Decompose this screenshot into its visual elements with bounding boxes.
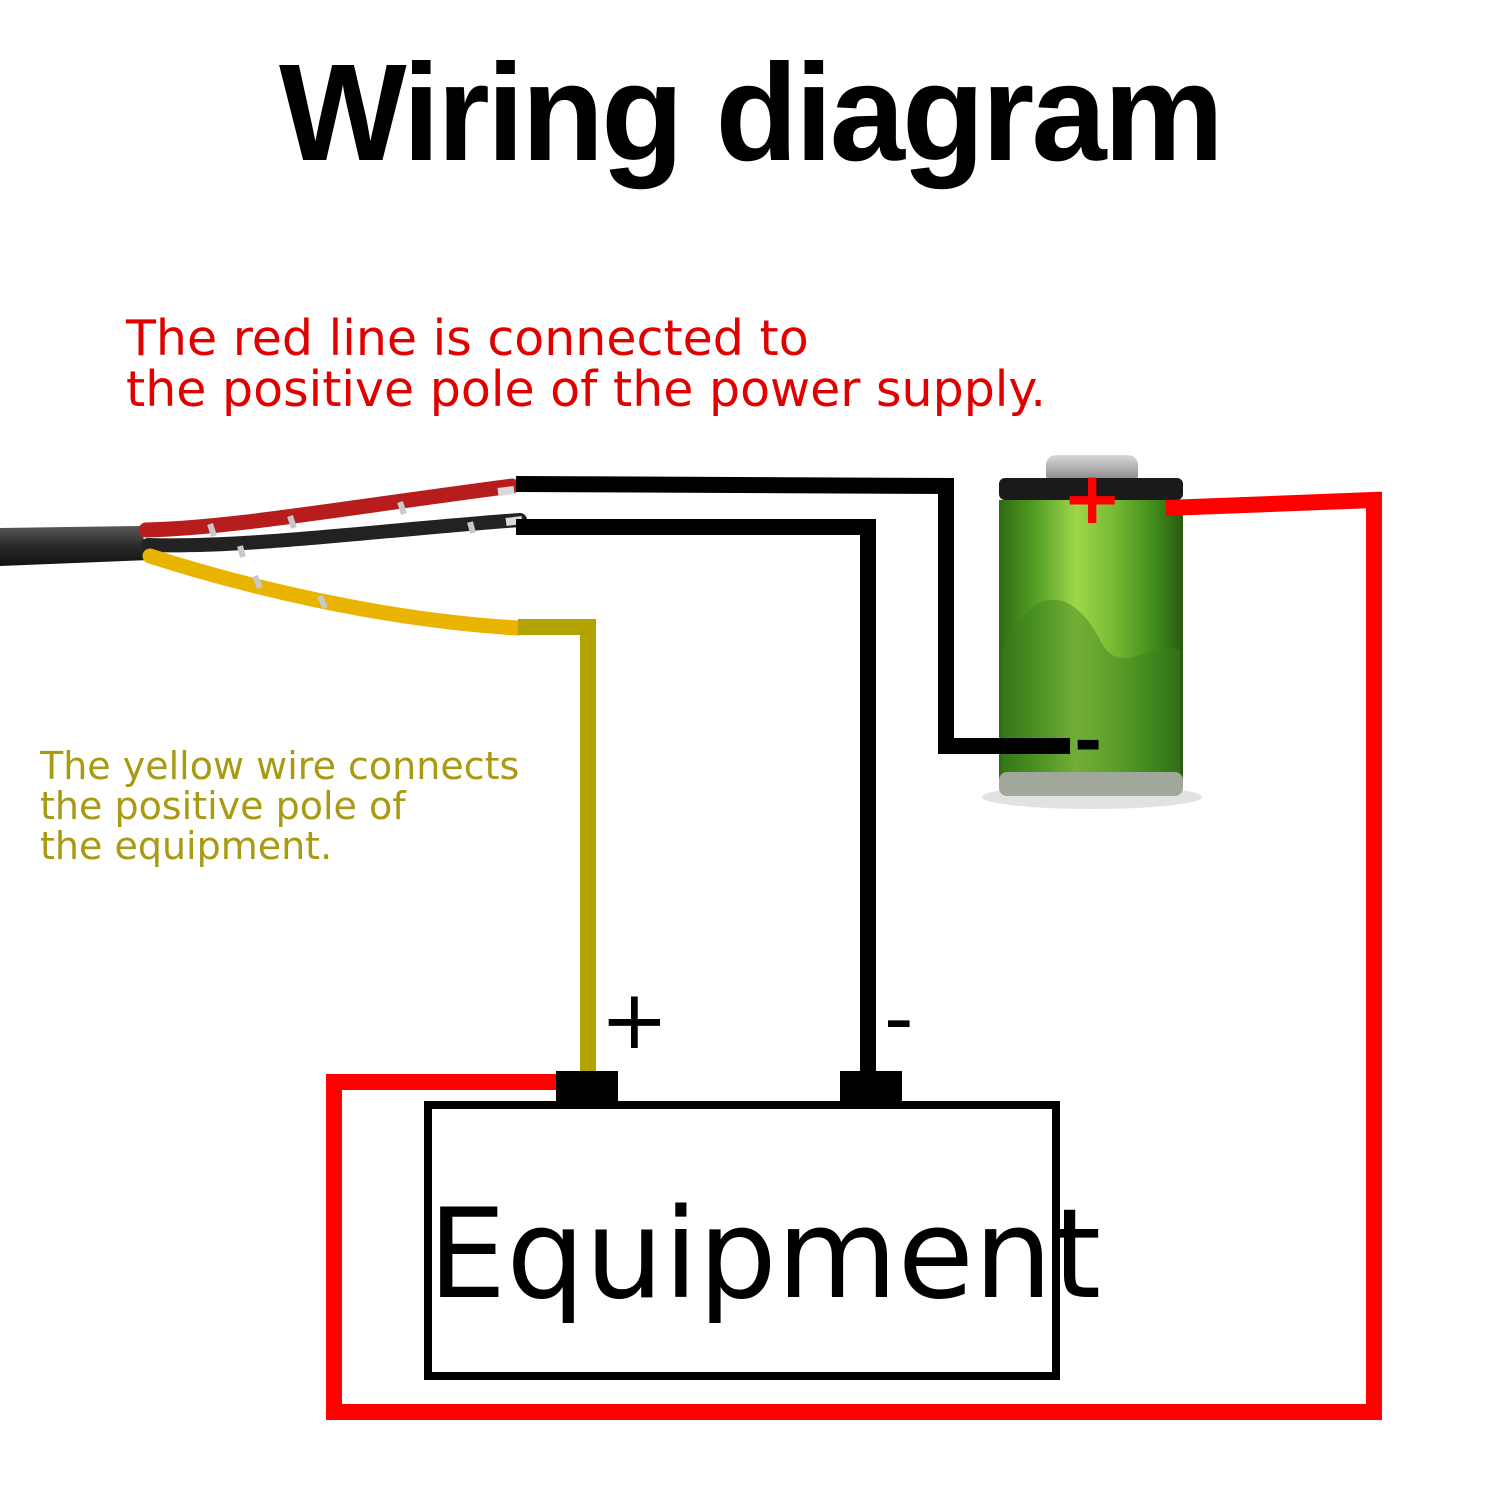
wire-red-loop	[326, 491, 1382, 1420]
battery-positive-mark: +	[1062, 456, 1123, 540]
battery-top-ring	[999, 478, 1183, 500]
page-title: Wiring diagram	[279, 36, 1224, 190]
cable-black-strand	[141, 513, 527, 553]
wire-black-to-equipment-negative	[516, 519, 876, 1076]
equipment	[424, 1071, 1060, 1380]
cable-strand-shine	[207, 501, 476, 610]
battery-terminal-cap	[1046, 455, 1138, 485]
yellow-wire-note-line-1: The yellow wire connects	[40, 744, 520, 788]
cable-jacket	[0, 526, 150, 566]
red-line-note-line-1: The red line is connected to	[126, 310, 809, 367]
battery-body	[999, 500, 1183, 780]
yellow-wire-note-line-2: the positive pole of	[40, 784, 406, 828]
equipment-label: Equipment	[428, 1183, 1102, 1327]
equipment-negative-mark: -	[884, 971, 914, 1066]
wire-yellow-to-equipment-positive	[518, 619, 596, 1076]
yellow-wire-note-line-3: the equipment.	[40, 824, 333, 868]
equipment-positive-terminal	[556, 1071, 618, 1109]
equipment-negative-terminal	[840, 1071, 902, 1109]
battery-negative-mark: -	[1074, 702, 1103, 781]
wires	[326, 476, 1382, 1420]
battery	[982, 455, 1202, 809]
cable-yellow-strand	[142, 548, 526, 636]
red-line-note-line-2: the positive pole of the power supply.	[126, 361, 1046, 418]
battery-bottom	[999, 772, 1183, 796]
equipment-positive-mark: +	[600, 973, 669, 1068]
wire-black-to-battery-negative	[515, 476, 1070, 754]
battery-wave	[1002, 599, 1180, 780]
cable	[0, 478, 527, 636]
equipment-box	[424, 1101, 1060, 1380]
